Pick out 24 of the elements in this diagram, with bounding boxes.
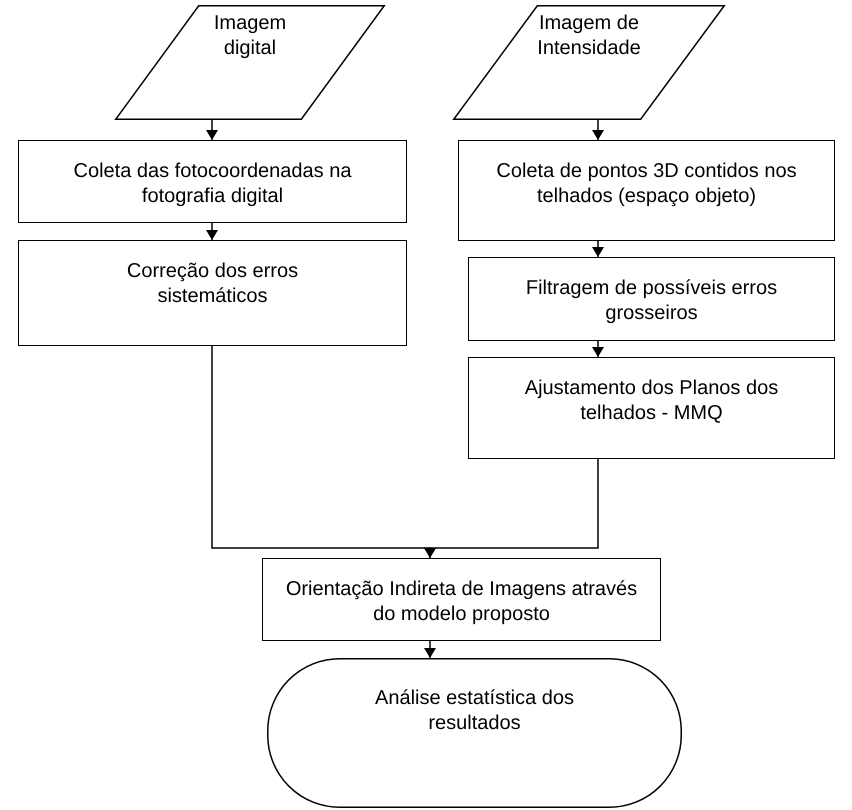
arrow bbox=[592, 120, 604, 140]
input-parallelogram bbox=[453, 5, 725, 120]
node-text: Correção dos erros sistemáticos bbox=[126, 259, 300, 309]
node-text: Imagem de Intensidade bbox=[536, 11, 642, 61]
arrow bbox=[592, 241, 604, 257]
arrow bbox=[592, 341, 604, 357]
arrow bbox=[424, 641, 436, 658]
process-box bbox=[18, 240, 407, 346]
node-text: Filtragem de possíveis erros grosseiros bbox=[524, 276, 778, 326]
arrow bbox=[424, 459, 599, 558]
arrow bbox=[206, 223, 218, 240]
process-box bbox=[458, 140, 835, 241]
node-text: Coleta de pontos 3D contidos nos telhados (espaço objeto) bbox=[495, 159, 798, 209]
process-box bbox=[262, 558, 661, 641]
arrow bbox=[206, 120, 218, 140]
input-parallelogram bbox=[115, 5, 385, 120]
node-text: Imagem digital bbox=[212, 11, 288, 61]
node-text: Ajustamento dos Planos dos telhados - MMQ bbox=[524, 376, 780, 426]
process-box bbox=[468, 257, 835, 341]
process-box bbox=[18, 140, 407, 223]
process-box bbox=[468, 357, 835, 459]
node-text: Orientação Indireta de Imagens através do modelo proposto bbox=[284, 577, 638, 627]
node-text: Análise estatística dos resultados bbox=[374, 686, 575, 736]
node-text: Coleta das fotocoordenadas na fotografia digital bbox=[72, 159, 352, 209]
